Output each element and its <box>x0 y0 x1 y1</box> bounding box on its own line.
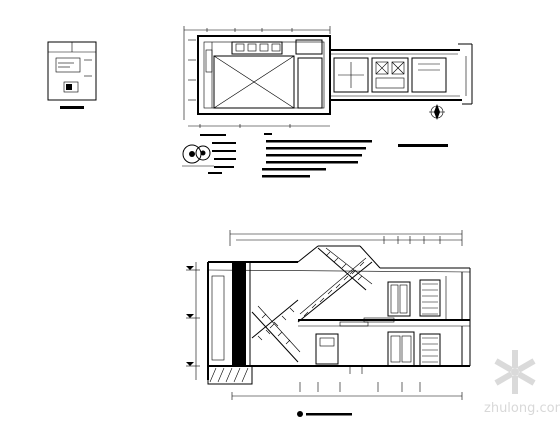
door-upper-1 <box>387 281 411 317</box>
stair-upper <box>297 247 373 323</box>
section-elevation <box>186 230 471 417</box>
floor-plan <box>183 26 473 128</box>
plan-title-bar <box>398 144 448 147</box>
door-upper-2 <box>419 279 441 317</box>
snowflake-logo-icon <box>494 350 536 394</box>
structural-column <box>232 262 246 366</box>
door-lower-1 <box>387 331 415 367</box>
key-index-sheet <box>47 41 97 109</box>
north-arrow-icon <box>429 104 445 120</box>
section-marker-icon <box>297 411 303 417</box>
cabinet-lower <box>315 333 339 365</box>
watermark-text: zhulong.com <box>484 401 560 416</box>
symbol-legend <box>182 134 236 174</box>
watermark: zhulong.com <box>484 350 560 416</box>
stair-lower <box>251 299 301 363</box>
notes-text-block <box>262 133 448 178</box>
section-title-bar <box>306 413 352 416</box>
door-lower-2 <box>419 333 441 367</box>
index-sheet-title-bar <box>60 106 84 109</box>
